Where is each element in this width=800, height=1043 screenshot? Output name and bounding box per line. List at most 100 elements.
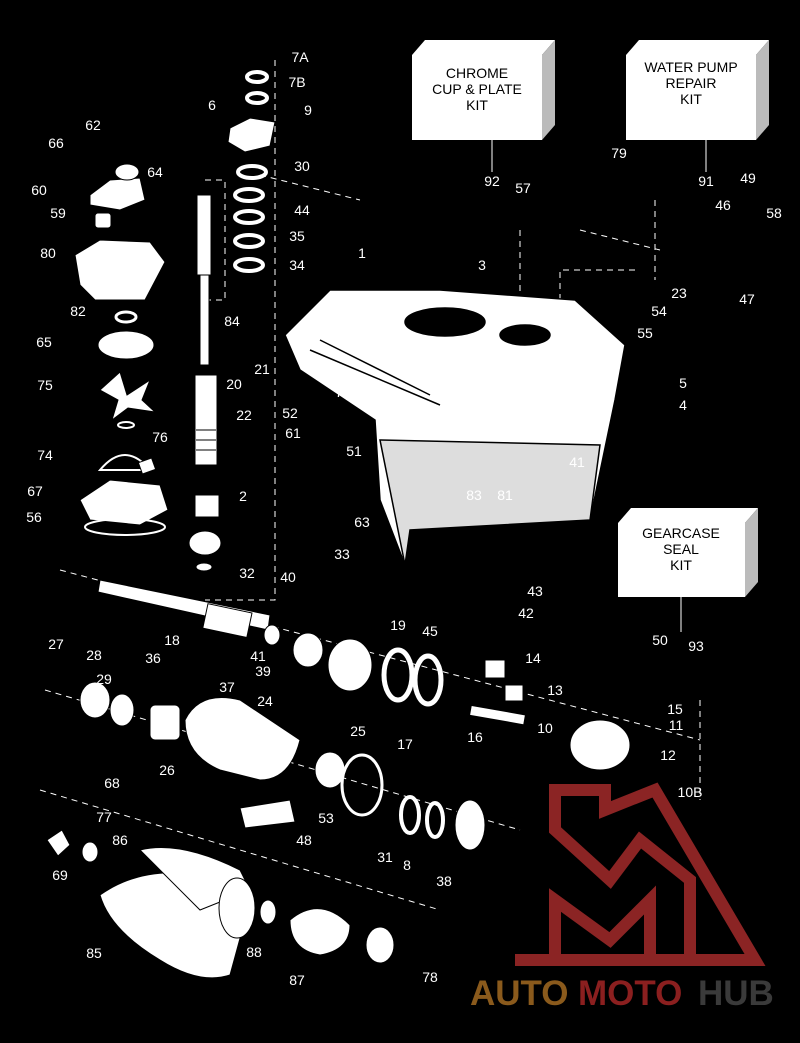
part-label: 21 [254,361,270,377]
part-label: 82 [70,303,86,319]
prop-shaft [97,579,444,707]
part-label: 35 [289,228,305,244]
part-label: 81 [497,487,513,503]
part-label: 8 [403,857,411,873]
chrome-kit-box: CHROME CUP & PLATE KIT 92 [412,40,555,189]
part-label: 16 [467,729,483,745]
part-label: 46 [715,197,731,213]
part-label: 27 [48,636,64,652]
part-label: 69 [52,867,68,883]
part-label: 38 [436,873,452,889]
part-label: 86 [112,832,128,848]
part-label: 29 [96,671,112,687]
part-label: 26 [159,762,175,778]
part-label: 34 [289,257,305,273]
part-label: 78 [422,969,438,985]
part-label: 66 [48,135,64,151]
watermark-moto: MOTO [578,974,682,1013]
part-label: 52 [282,405,298,421]
part-label: 11 [669,717,684,733]
part-label: 33 [334,546,350,562]
part-label: 77 [96,809,112,825]
part-label: 43 [527,583,543,599]
water-pump-kit-line-1: WATER PUMP [644,59,737,75]
part-label: 60 [31,182,47,198]
part-label: 25 [350,723,366,739]
part-label: 87 [289,972,305,988]
part-label: 80 [40,245,56,261]
part-label: 75 [37,377,53,393]
part-label: 56 [26,509,42,525]
part-label: 7B [288,74,305,90]
gearcase-kit-box: GEARCASE SEAL KIT 93 [618,508,758,654]
part-label: 19 [390,617,406,633]
part-label: 62 [85,117,101,133]
part-label: 24 [257,693,273,709]
part-label: 15 [667,701,683,717]
part-label: 40 [280,569,296,585]
part-label: 47 [739,291,755,307]
bearing-lower [188,494,222,572]
watermark-hub: HUB [698,974,774,1013]
part-label: 44 [294,202,310,218]
part-labels: 1234567A7B891010B11121314151617181920212… [26,49,782,988]
part-label: 64 [147,164,163,180]
part-label: 2 [239,488,247,504]
part-label: 53 [318,810,334,826]
watermark-auto: AUTO [470,974,569,1013]
part-label: 74 [37,447,53,463]
part-label: 72 [335,384,351,400]
part-label: 63 [354,514,370,530]
automotohub-logo: AUTO MOTO HUB [470,782,774,1013]
part-label: 73 [491,418,507,434]
part-label: 42 [518,605,534,621]
part-label: 10 [537,720,553,736]
seal-rings [233,70,269,273]
part-label: 58 [766,205,782,221]
cap-plate [227,117,276,153]
gearcase-kit-line-1: GEARCASE [642,525,720,541]
gearcase-kit-number: 93 [688,638,704,654]
reverse-gear-assembly [468,659,631,771]
part-label: 3 [478,257,486,273]
part-label: 67 [27,483,43,499]
part-label: 20 [226,376,242,392]
water-pump-parts [74,163,169,536]
part-label: 36 [145,650,161,666]
part-label: 88 [246,944,262,960]
part-label: 22 [236,407,252,423]
part-label: 50 [652,632,668,648]
part-label: 85 [86,945,102,961]
chrome-kit-number: 92 [484,173,500,189]
part-label: 79 [611,145,627,161]
chrome-kit-line-1: CHROME [446,65,508,81]
gearcase-kit-line-3: KIT [670,557,692,573]
part-label: 32 [239,565,255,581]
part-label: 1 [358,245,366,261]
part-label: 70 [375,386,391,402]
part-label: 83 [466,487,482,503]
part-label: 55 [637,325,653,341]
part-label: 37 [219,679,235,695]
part-label: 42 [581,425,597,441]
part-label: 45 [422,623,438,639]
part-label: 18 [164,632,180,648]
propeller-assembly [46,829,395,979]
part-label: 54 [651,303,667,319]
part-label: 39 [255,663,271,679]
part-label: 84 [224,313,240,329]
water-pump-kit-line-2: REPAIR [665,75,716,91]
part-label: 51 [346,443,362,459]
part-label: 65 [36,334,52,350]
gearcase-kit-line-2: SEAL [663,541,699,557]
part-label: 48 [296,832,312,848]
part-label: 41 [569,454,585,470]
part-label: 61 [285,425,301,441]
part-label: 71 [389,411,405,427]
part-label: 68 [104,775,120,791]
part-label: 10B [678,784,703,800]
drive-shaft [194,194,218,466]
part-label: 76 [152,429,168,445]
part-label: 41 [250,648,266,664]
